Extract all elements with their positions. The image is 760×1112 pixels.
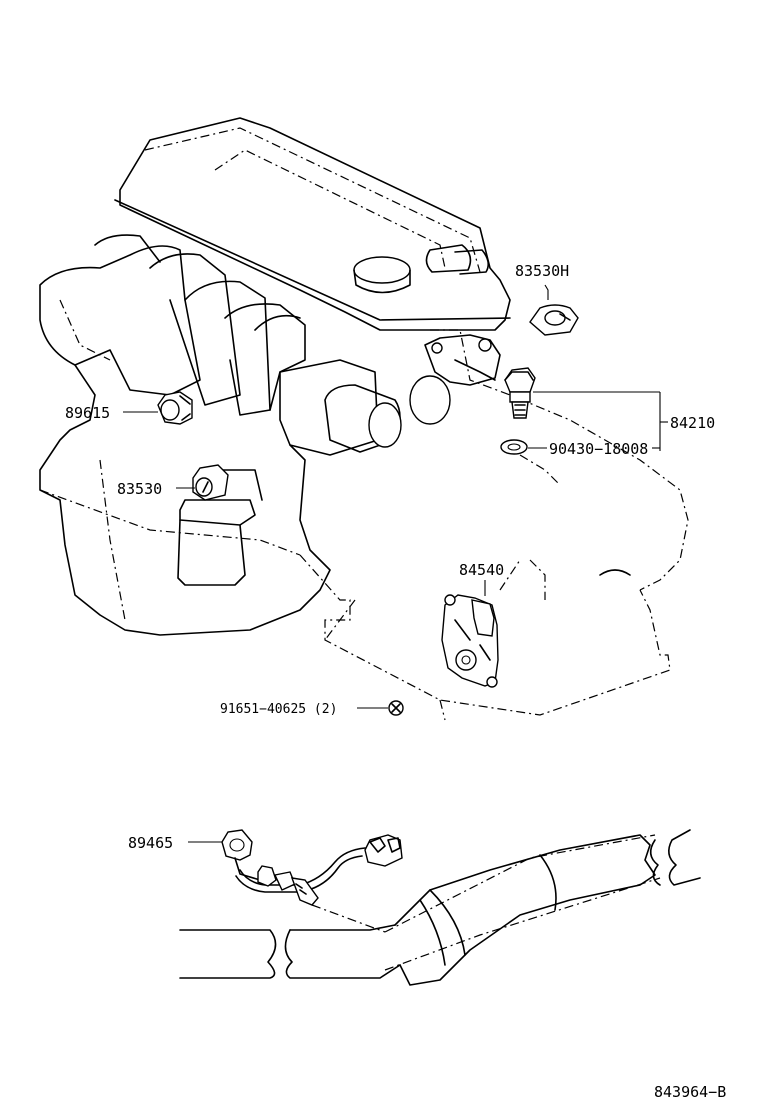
label-83530h: 83530H [515, 262, 569, 280]
label-89465: 89465 [128, 834, 173, 852]
label-91651-40625: 91651−40625 (2) [220, 702, 337, 717]
oil-pressure-switch-83530h: 83530H [515, 262, 579, 336]
switch-83530: 83530 [117, 464, 229, 501]
label-89615: 89615 [65, 404, 110, 422]
sensor-84210: 84210 [504, 367, 715, 451]
diagram-reference-number: 843964−B [654, 1083, 726, 1101]
oxygen-sensor-89465: 89465 [128, 829, 403, 933]
bolt-91651-40625: 91651−40625 (2) [220, 700, 404, 717]
switch-84540: 84540 [441, 561, 504, 688]
label-84210: 84210 [670, 414, 715, 432]
label-90430-18008: 90430−18008 [549, 440, 648, 458]
label-83530: 83530 [117, 480, 162, 498]
engine-assembly [39, 117, 689, 721]
exhaust-assembly [179, 829, 701, 986]
gasket-90430-18008: 90430−18008 [500, 439, 660, 458]
sensor-89615: 89615 [65, 391, 193, 425]
label-84540: 84540 [459, 561, 504, 579]
